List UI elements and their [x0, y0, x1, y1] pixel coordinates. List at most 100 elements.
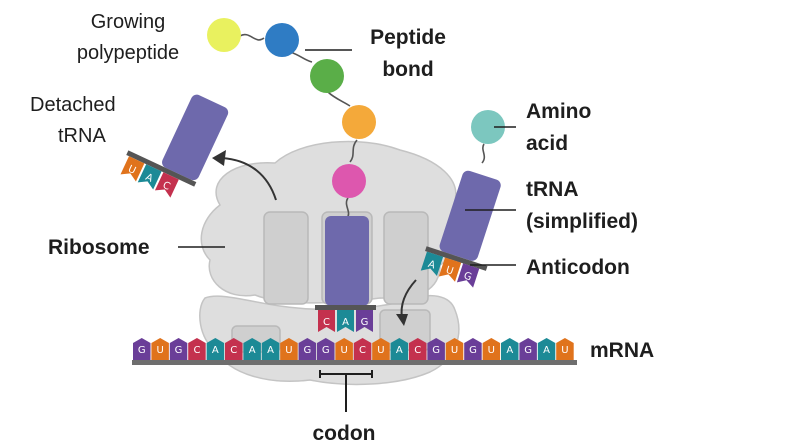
ribosome-a-site — [383, 211, 429, 305]
base-letter: G — [469, 345, 477, 356]
base-U: U — [280, 338, 298, 360]
base-letter: C — [161, 180, 172, 193]
base-A: A — [420, 251, 444, 276]
base-shape — [353, 338, 372, 360]
base-letter: U — [488, 345, 495, 356]
anticodon-label: Anticodon — [526, 256, 630, 279]
ribosome-e-site — [263, 211, 309, 305]
base-shape — [133, 338, 151, 360]
base-A: A — [537, 338, 556, 360]
base-shape — [438, 257, 462, 282]
base-shape — [335, 338, 353, 360]
base-letter: U — [156, 345, 163, 356]
base-shape — [390, 338, 409, 360]
peptide-bond-label: Peptide — [370, 26, 446, 49]
base-letter: A — [212, 345, 219, 356]
base-shape — [120, 156, 145, 182]
base-A: A — [501, 338, 519, 360]
base-letter: G — [322, 345, 330, 356]
base-letter: C — [323, 317, 330, 328]
ribosome-label: Ribosome — [48, 236, 150, 259]
base-G: G — [356, 310, 373, 332]
base-shape — [317, 338, 335, 360]
base-letter: C — [414, 345, 421, 356]
base-shape — [318, 310, 335, 332]
base-letter: A — [396, 345, 403, 356]
base-letter: G — [432, 345, 440, 356]
base-letter: C — [193, 345, 200, 356]
base-letter: A — [249, 345, 256, 356]
base-U: U — [482, 338, 501, 360]
base-letter: A — [543, 345, 550, 356]
center-trna-body — [325, 216, 369, 306]
base-letter: U — [444, 265, 454, 278]
base-shape — [456, 263, 480, 288]
amino-acid-bead — [310, 59, 344, 93]
growing-polypeptide-label-line2: polypeptide — [77, 42, 179, 64]
base-U: U — [445, 338, 464, 360]
amino-acid-bead — [265, 23, 299, 57]
base-letter: U — [285, 345, 292, 356]
base-shape — [519, 338, 537, 360]
base-letter: G — [524, 345, 532, 356]
mrna-label: mRNA — [590, 339, 654, 362]
base-A: A — [137, 164, 162, 190]
base-shape — [372, 338, 390, 360]
amino-acid-bead — [342, 105, 376, 139]
incoming-arrow-head — [396, 314, 408, 326]
base-shape — [482, 338, 501, 360]
base-U: U — [151, 338, 169, 360]
base-letter: C — [359, 345, 366, 356]
base-C: C — [154, 172, 179, 198]
codon-bracket — [319, 370, 373, 412]
peptide-bond-label-line2: bond — [382, 58, 433, 81]
base-C: C — [188, 338, 206, 360]
base-shape — [298, 338, 317, 360]
base-A: A — [243, 338, 261, 360]
codon-label: codon — [313, 422, 376, 445]
base-G: G — [464, 338, 482, 360]
base-letter: U — [451, 345, 458, 356]
base-U: U — [556, 338, 574, 360]
growing-polypeptide-label: Growing — [91, 11, 165, 33]
base-G: G — [169, 338, 188, 360]
base-letter: A — [342, 317, 349, 328]
base-G: G — [427, 338, 445, 360]
base-shape — [556, 338, 574, 360]
base-shape — [356, 310, 373, 332]
base-shape — [409, 338, 427, 360]
base-shape — [188, 338, 206, 360]
base-shape — [280, 338, 298, 360]
base-letter: G — [361, 317, 369, 328]
amino-acid-label-line2: acid — [526, 132, 568, 155]
base-U: U — [120, 156, 145, 182]
base-shape — [169, 338, 188, 360]
trna-label: tRNA — [526, 178, 579, 201]
base-A: A — [337, 310, 354, 332]
base-letter: C — [230, 345, 237, 356]
detach-arrow — [221, 157, 277, 201]
base-letter: U — [340, 345, 347, 356]
base-letter: A — [427, 259, 437, 272]
base-U: U — [438, 257, 462, 282]
trna-label-line2: (simplified) — [526, 210, 638, 233]
base-shape — [225, 338, 243, 360]
base-G: G — [456, 263, 480, 288]
base-shape — [337, 310, 354, 332]
amino-acid-bead — [207, 18, 241, 52]
base-shape — [537, 338, 556, 360]
base-letter: G — [462, 271, 473, 284]
base-A: A — [261, 338, 280, 360]
base-G: G — [519, 338, 537, 360]
detached-trna-label: Detached — [30, 94, 116, 116]
base-letter: U — [126, 164, 137, 177]
base-C: C — [409, 338, 427, 360]
center-trna-anticodon-bar — [315, 305, 376, 310]
base-C: C — [353, 338, 372, 360]
base-shape — [137, 164, 162, 190]
base-letter: G — [175, 345, 183, 356]
mrna-backbone — [132, 360, 577, 365]
detach-arrow-head — [212, 150, 226, 166]
